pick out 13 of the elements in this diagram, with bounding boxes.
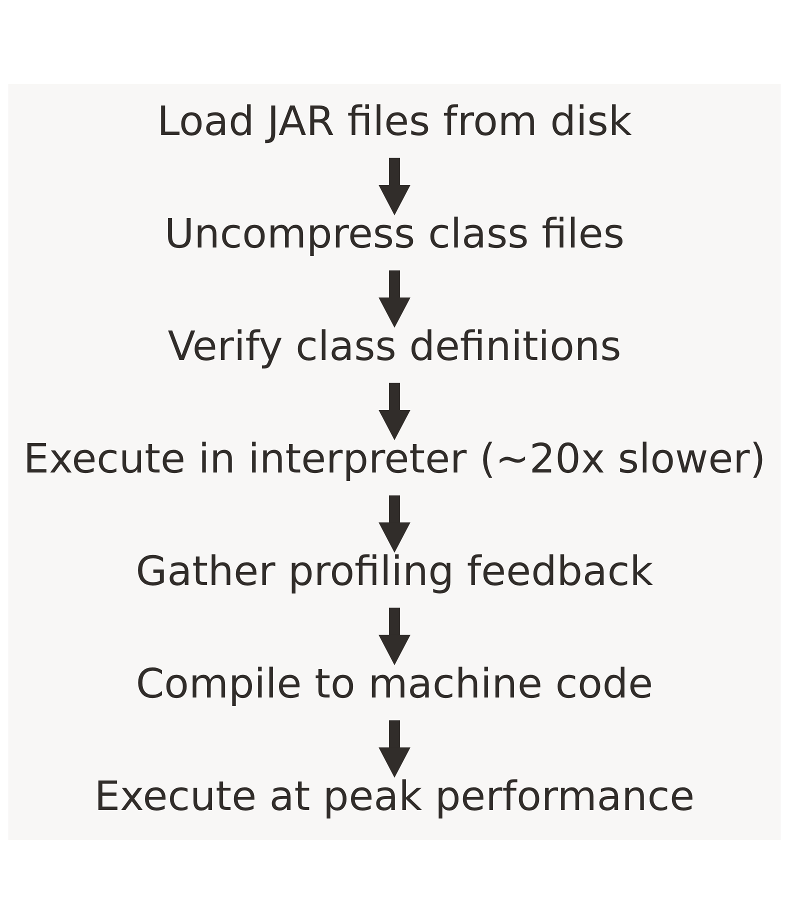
arrow bbox=[378, 494, 410, 552]
node-text: Uncompress class files bbox=[164, 208, 624, 257]
arrow bbox=[378, 157, 410, 215]
arrow bbox=[378, 720, 410, 778]
arrow bbox=[378, 382, 410, 440]
node-text: Gather profiling feedback bbox=[136, 546, 654, 594]
arrow bbox=[378, 607, 410, 665]
node-text: Verify class definitions bbox=[168, 321, 622, 370]
arrow bbox=[378, 270, 410, 328]
node-text: Load JAR files from disk bbox=[157, 96, 632, 144]
node-text: Execute at peak performance bbox=[94, 771, 695, 820]
node-text: Execute in interpreter (~20x slower) bbox=[23, 434, 766, 482]
node-text: Compile to machine code bbox=[136, 658, 654, 707]
